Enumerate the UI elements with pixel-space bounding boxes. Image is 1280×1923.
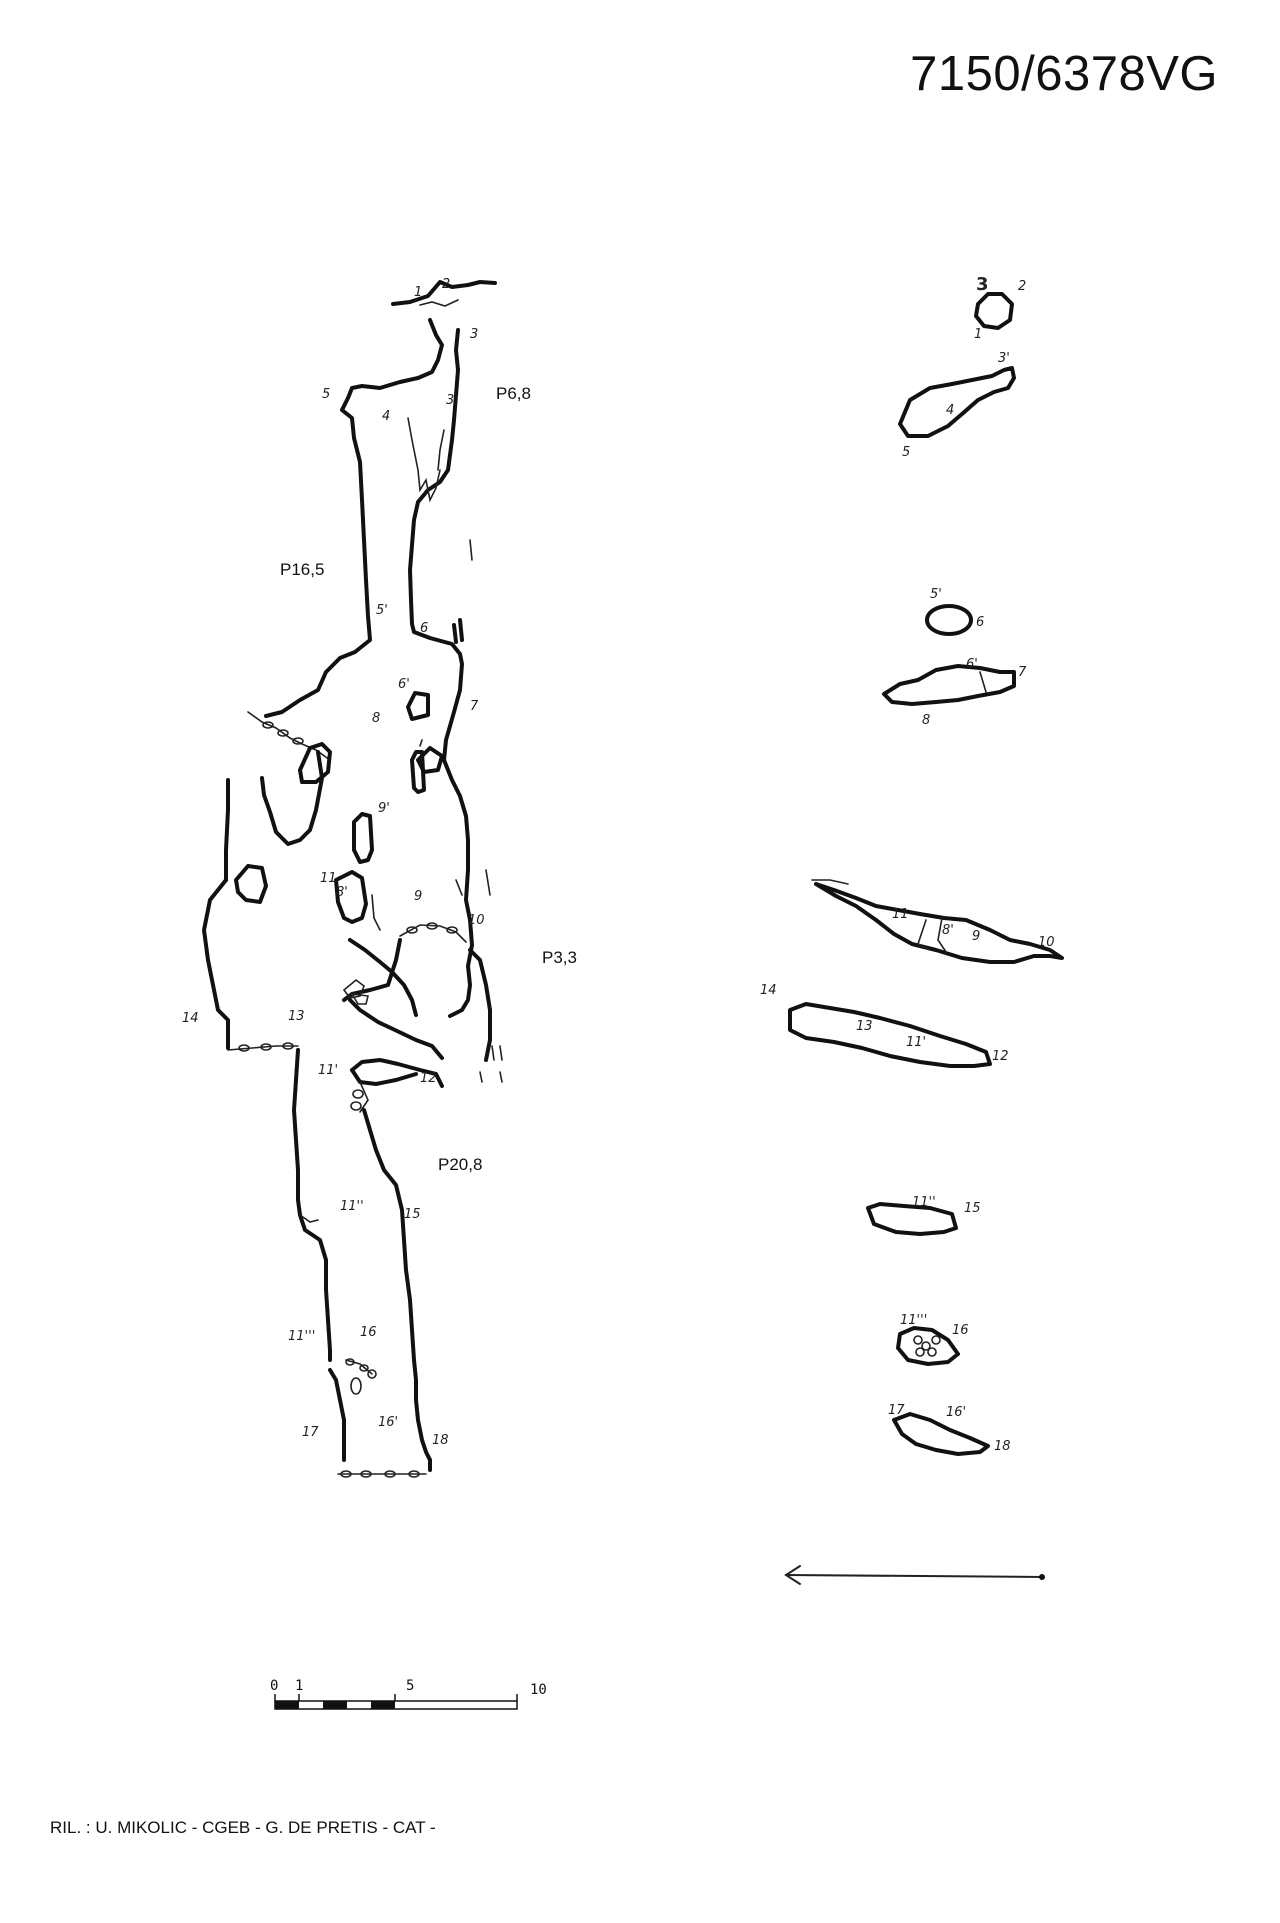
pitch-label: P16,5 [280,560,324,579]
scale-bar: 0 1 5 10 [270,1678,547,1710]
section-wall [264,318,444,718]
station-label: 5 [322,387,330,402]
scale-label: 1 [295,1678,303,1694]
pitch-label: P3,3 [542,948,577,967]
station-label: 12 [992,1049,1009,1064]
station-label: 9 [972,929,980,944]
section-view: P6,8 P16,5 P3,3 P20,8 1 2 3 5 4 3' 5' 6 … [182,277,577,1478]
station-label: 15 [964,1201,981,1216]
station-label: 8 [372,711,380,726]
plan-outline [882,664,1016,706]
station-label: 5' [376,603,388,618]
station-label: 11' [318,1063,338,1078]
station-label: 10 [468,913,485,928]
station-label: 11 [320,871,337,886]
station-label: 16' [946,1405,966,1420]
cave-id-title: 7150/6378VG [910,47,1218,101]
arrow-left-icon [784,1565,1045,1585]
station-label: 14 [760,983,777,998]
station-label: 8' [942,923,954,938]
plan-outline [925,604,973,636]
station-label: 5 [902,445,910,460]
scale-label: 10 [530,1682,547,1698]
section-rock-chain [399,924,467,943]
plan-view: 3 2 1 3' 4 5 5' 6 6' 7 8 11 8' 9 10 14 1… [760,274,1064,1456]
section-wall [408,328,474,1018]
section-rock-chain [345,1359,373,1375]
section-surface [391,280,497,306]
station-label: 8 [922,713,930,728]
station-label: 11''' [900,1313,927,1328]
station-label: 2 [1018,279,1026,294]
station-label: 18 [994,1439,1011,1454]
station-label: 16' [378,1415,398,1430]
section-rock-chain [247,711,331,761]
plan-outline [866,1202,958,1236]
station-label: 9' [378,801,390,816]
station-label: 2 [442,277,450,292]
station-label: 17 [888,1403,905,1418]
station-label: 10 [1038,935,1055,950]
scale-label: 5 [406,1678,414,1694]
station-label: 14 [182,1011,199,1026]
station-label: 5' [930,587,942,602]
station-label: 13 [856,1019,873,1034]
station-label: 4 [382,409,390,424]
station-label: 1 [974,327,982,342]
station-label: 7 [470,699,479,714]
station-label: 4 [946,403,954,418]
station-label: 11'' [340,1199,364,1214]
station-label: 11' [906,1035,926,1050]
plan-outline [898,366,1016,438]
station-label: 6' [398,677,410,692]
station-label: 1 [414,285,422,300]
station-label: 3' [998,351,1010,366]
station-label: 7 [1018,665,1027,680]
station-label: 3' [446,393,458,408]
station-label: 16 [360,1325,377,1340]
section-wall [362,1108,416,1362]
plan-outline [896,1326,960,1366]
plan-outline [814,882,1064,964]
plan-outline [974,292,1014,330]
station-label: 16 [952,1323,969,1338]
section-wall [202,878,230,1050]
scale-label: 0 [270,1678,278,1694]
station-label: 3 [470,327,478,342]
station-label: 13 [288,1009,305,1024]
station-label: 15 [404,1207,421,1222]
station-label: 11'' [912,1195,936,1210]
station-label: 3 [976,274,989,295]
station-label: 9 [414,889,422,904]
station-label: 18 [432,1433,449,1448]
station-label: 6 [420,621,428,636]
station-label: 8' [336,885,348,900]
station-label: 17 [302,1425,319,1440]
survey-credits: RIL. : U. MIKOLIC - CGEB - G. DE PRETIS … [50,1818,436,1837]
pitch-label: P20,8 [438,1155,482,1174]
plan-outline [788,1002,992,1068]
pitch-label: P6,8 [496,384,531,403]
station-label: 6' [966,657,978,672]
section-wall [292,1048,302,1217]
station-label: 11''' [288,1329,315,1344]
station-label: 11 [892,907,909,922]
station-label: 12 [420,1071,437,1086]
plan-outline [892,1412,990,1456]
station-label: 6 [976,615,984,630]
